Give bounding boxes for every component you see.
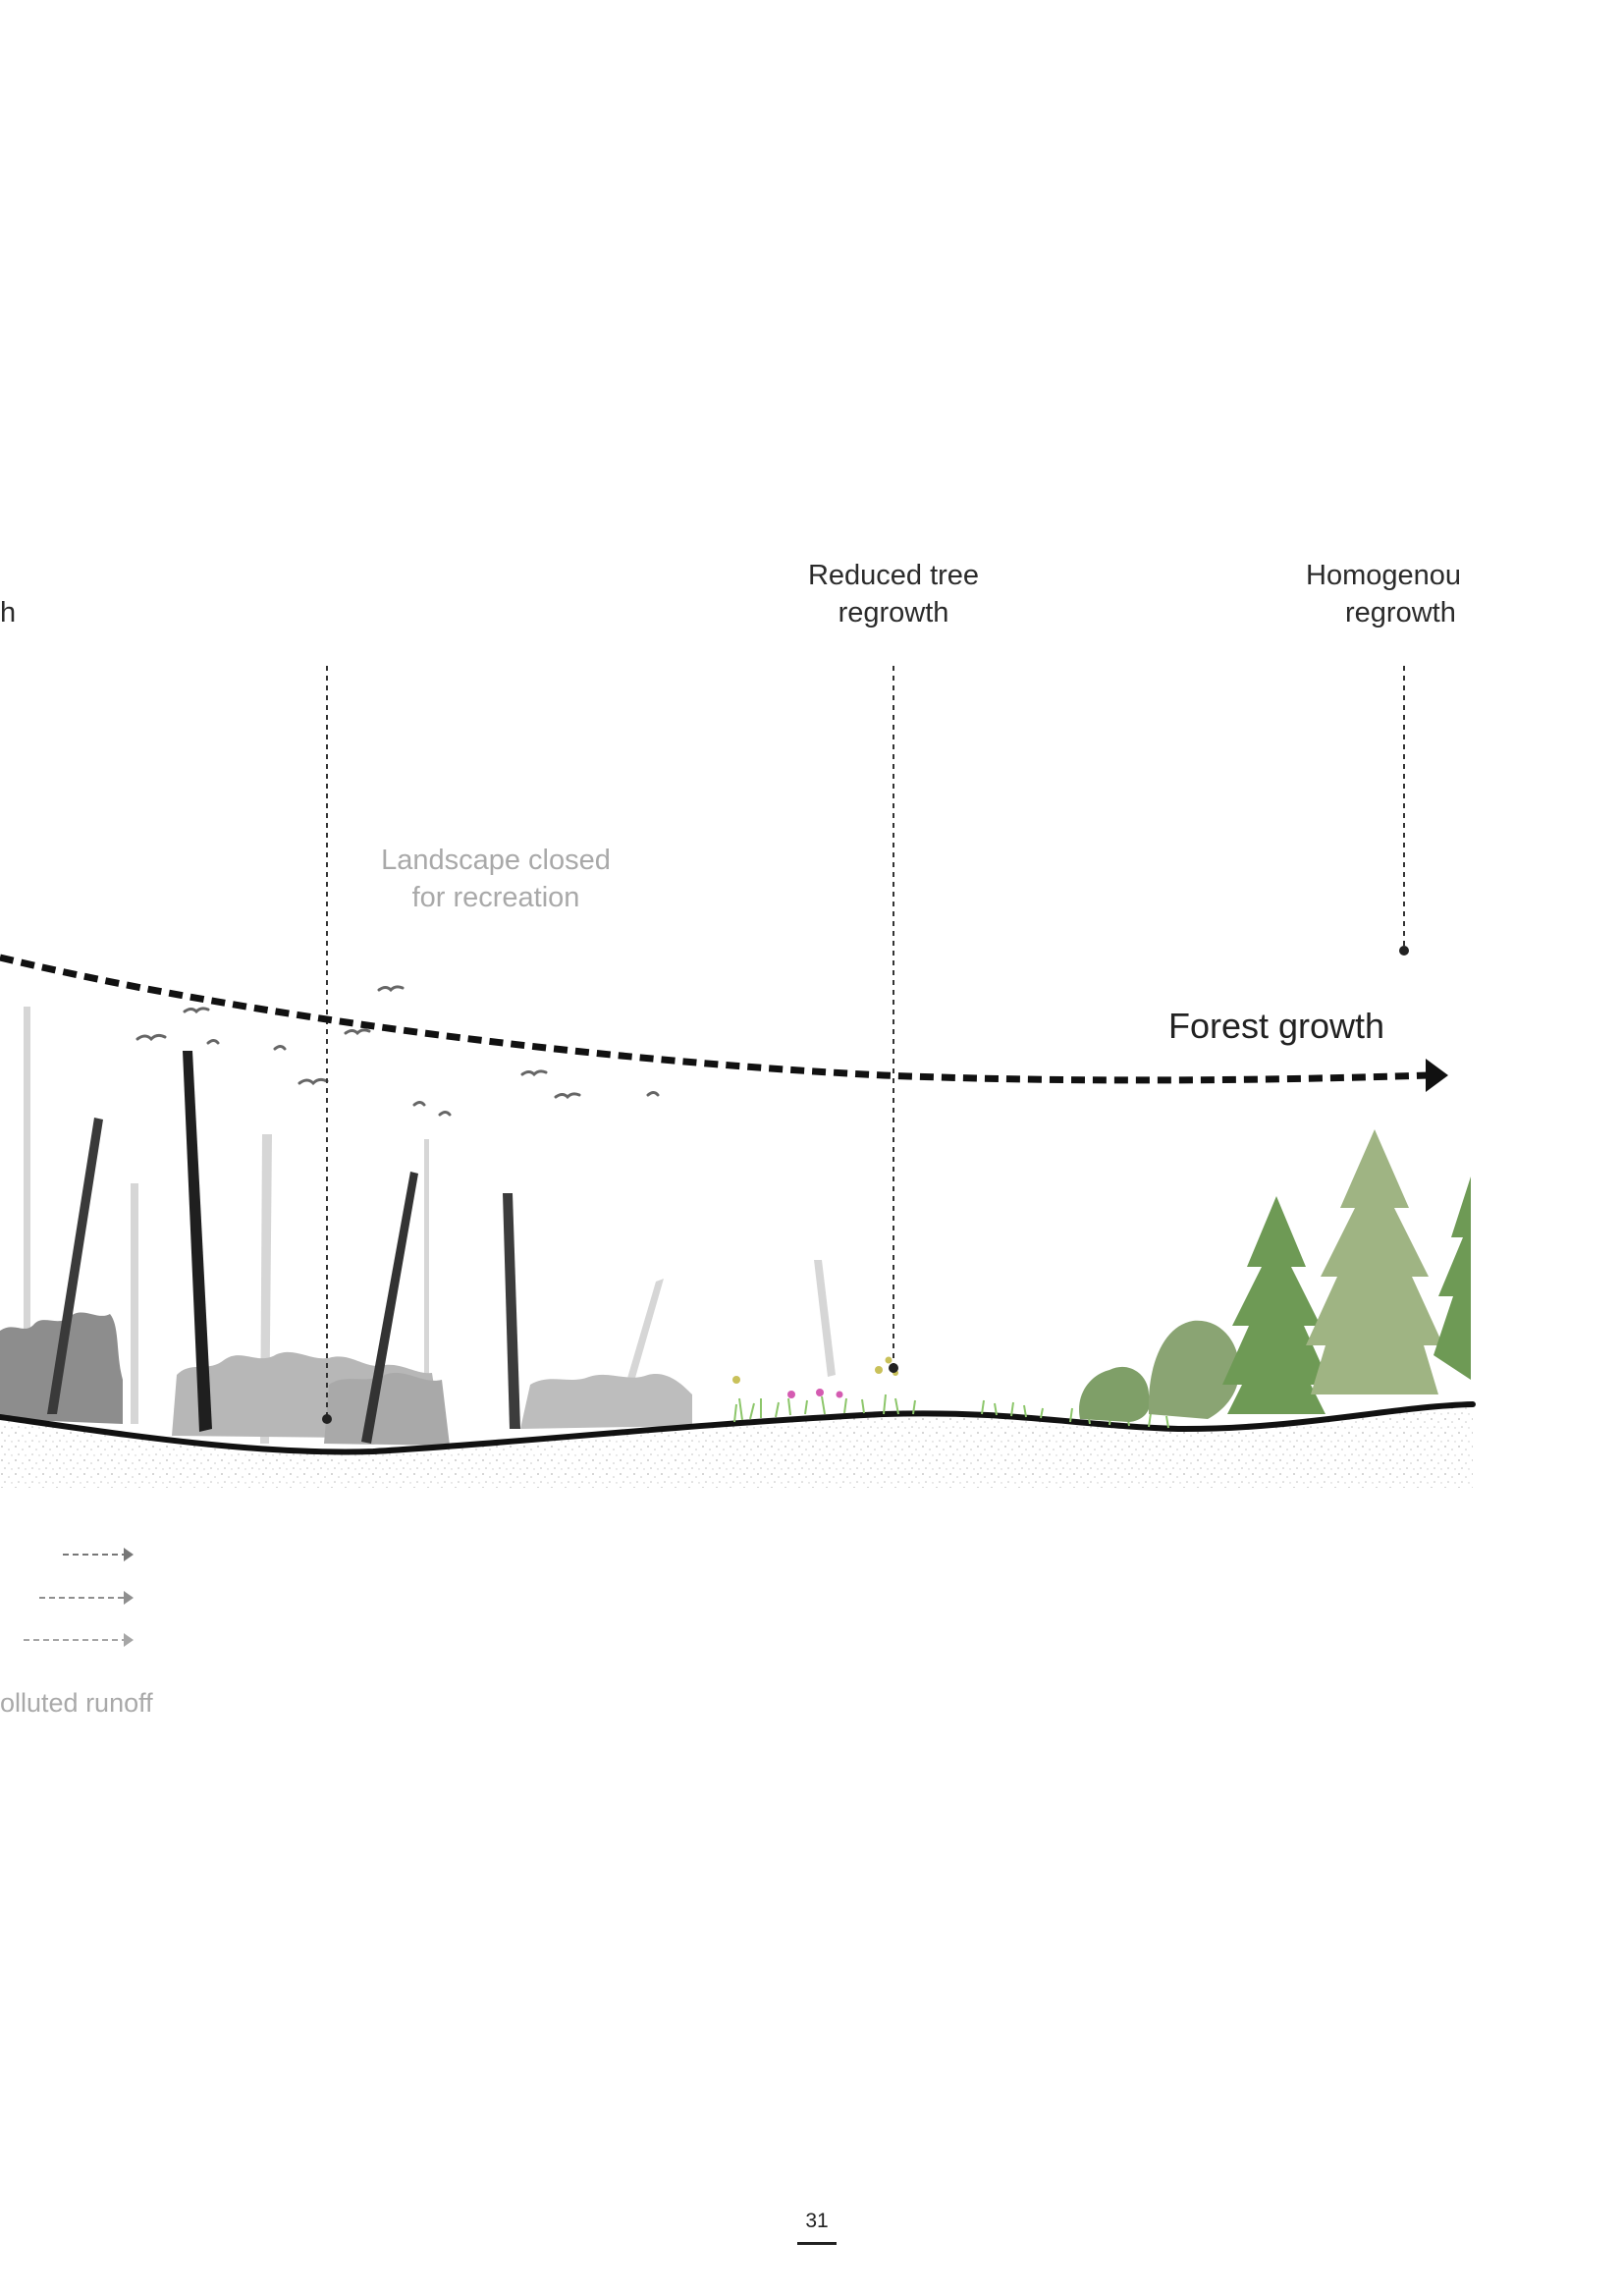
conifer-tree-icon bbox=[1306, 1129, 1443, 1394]
burnt-shrubs bbox=[0, 1312, 692, 1446]
forest-growth-label: Forest growth bbox=[1168, 1006, 1385, 1046]
bird-icon bbox=[520, 1069, 548, 1077]
bird-icon bbox=[344, 1028, 371, 1036]
legend-arrows bbox=[24, 1548, 134, 1647]
bird-icon bbox=[554, 1092, 581, 1100]
arrow-right-icon bbox=[1426, 1059, 1448, 1092]
deciduous-tree-icon bbox=[1148, 1320, 1240, 1419]
landscape-closed-label: Landscape closed for recreation bbox=[373, 843, 619, 916]
landscape-closed-line2: for recreation bbox=[411, 881, 580, 913]
bird-icon bbox=[438, 1111, 452, 1117]
forest-growth-arrow bbox=[0, 954, 1430, 1084]
bird-icon bbox=[646, 1091, 660, 1097]
page-number: 31 bbox=[805, 2210, 829, 2232]
ground-line bbox=[0, 1401, 1476, 1455]
homogenous-line1: Homogenou bbox=[1306, 560, 1461, 591]
bird-flock bbox=[135, 985, 660, 1117]
reduced-tree-line2: regrowth bbox=[838, 596, 949, 629]
callout-leaders bbox=[326, 666, 1405, 1419]
bird-icon bbox=[377, 985, 405, 993]
reduced-tree-line1: Reduced tree bbox=[807, 560, 980, 591]
homogenous-line2: regrowth bbox=[1345, 596, 1456, 629]
bird-icon bbox=[298, 1077, 329, 1086]
bird-icon bbox=[206, 1039, 220, 1045]
deciduous-tree-icon bbox=[1079, 1366, 1151, 1422]
page-number-underline bbox=[797, 2242, 837, 2245]
forest-regrowth bbox=[1079, 1129, 1471, 1422]
wildflowers bbox=[732, 1356, 898, 1398]
landscape-closed-line1: Landscape closed bbox=[381, 845, 611, 876]
callout-dots bbox=[322, 946, 1409, 1424]
reduced-tree-regrowth-label: Reduced tree regrowth bbox=[776, 558, 1011, 631]
dead-trees-foreground bbox=[47, 1051, 520, 1444]
bird-icon bbox=[183, 1007, 210, 1014]
homogenous-regrowth-label: Homogenou regrowth bbox=[1306, 558, 1473, 631]
cut-off-label: h bbox=[0, 597, 17, 629]
conifer-tree-icon bbox=[1222, 1196, 1330, 1414]
polluted-runoff-legend-label: olluted runoff bbox=[0, 1688, 153, 1718]
bird-icon bbox=[273, 1045, 287, 1051]
bird-icon bbox=[412, 1101, 426, 1107]
bird-icon bbox=[135, 1033, 167, 1042]
conifer-tree-icon bbox=[1434, 1176, 1471, 1380]
